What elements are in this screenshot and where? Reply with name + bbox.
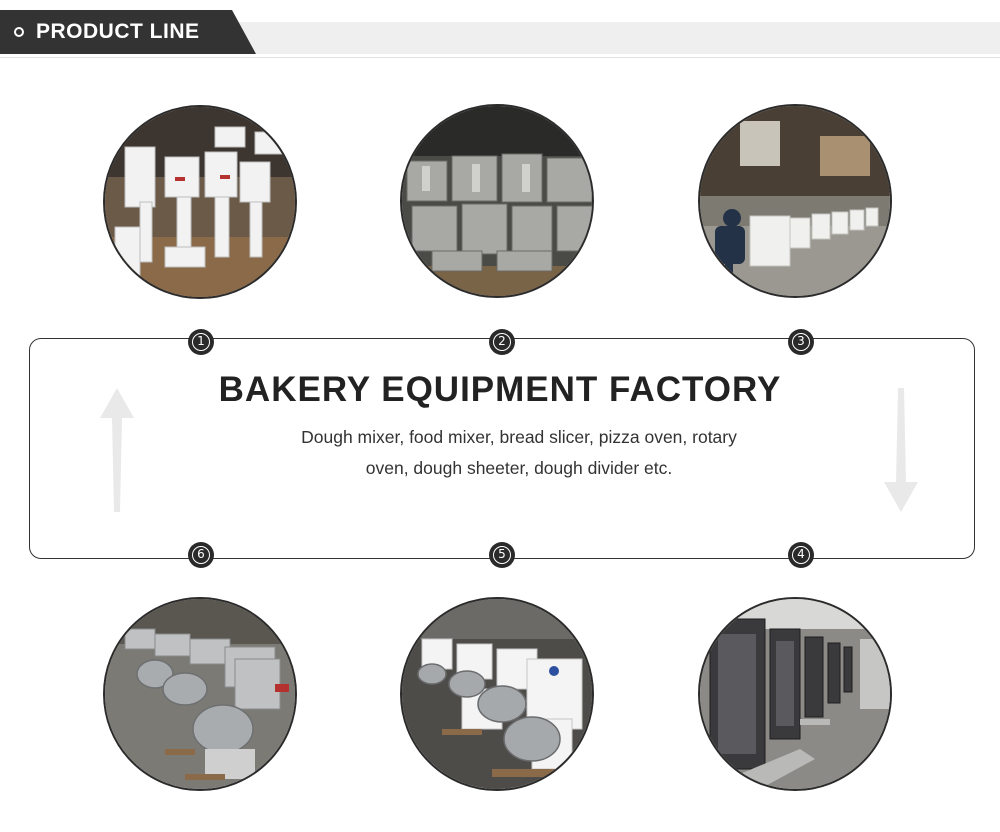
- photo-step-5: [400, 597, 594, 791]
- step-number: 4: [792, 546, 810, 564]
- step-badge-1: 1: [188, 329, 214, 355]
- arrow-up-icon: [100, 388, 134, 512]
- step-badge-5: 5: [489, 542, 515, 568]
- photo-step-6: [103, 597, 297, 791]
- photo-step-3: [698, 104, 892, 298]
- step-badge-3: 3: [788, 329, 814, 355]
- step-number: 2: [493, 333, 511, 351]
- step-number: 6: [192, 546, 210, 564]
- description-line-1: Dough mixer, food mixer, bread slicer, p…: [301, 427, 737, 447]
- header-tab: PRODUCT LINE: [0, 10, 256, 54]
- description-line-2: oven, dough sheeter, dough divider etc.: [365, 458, 673, 478]
- step-number: 1: [192, 333, 210, 351]
- circle-bullet-icon: [14, 27, 24, 37]
- section-title: PRODUCT LINE: [36, 20, 200, 43]
- arrow-down-icon: [884, 388, 918, 512]
- step-badge-2: 2: [489, 329, 515, 355]
- step-number: 3: [792, 333, 810, 351]
- main-heading: BAKERY EQUIPMENT FACTORY: [218, 370, 782, 409]
- header-strip: [220, 22, 1000, 54]
- step-badge-4: 4: [788, 542, 814, 568]
- section-header: PRODUCT LINE: [0, 10, 1000, 54]
- photo-step-1: [103, 105, 297, 299]
- step-number: 5: [493, 546, 511, 564]
- photo-step-2: [400, 104, 594, 298]
- header-divider: [0, 57, 1000, 58]
- photo-step-4: [698, 597, 892, 791]
- step-badge-6: 6: [188, 542, 214, 568]
